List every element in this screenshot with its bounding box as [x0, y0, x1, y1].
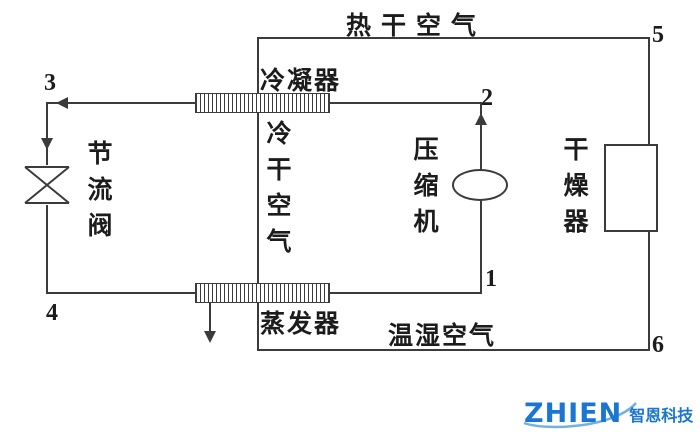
- throttle-valve-symbol: [24, 165, 70, 205]
- pipe-valve-to-evaporator: [46, 292, 197, 294]
- drain-line: [209, 302, 211, 332]
- state-point-5: 5: [652, 22, 664, 48]
- pipe-valve-outlet: [46, 202, 48, 294]
- pipe-evaporator-to-compressor: [329, 292, 482, 294]
- pipe-valve-inlet: [46, 102, 48, 168]
- state-point-1: 1: [485, 266, 497, 292]
- state-point-4: 4: [46, 300, 58, 326]
- pipe-condenser-to-valve: [46, 102, 197, 104]
- pipe-air-right-upper: [648, 37, 650, 147]
- pipe-air-bottom: [257, 349, 650, 351]
- label-compressor: 压缩机: [410, 136, 439, 244]
- pipe-compressor-to-condenser: [329, 102, 482, 104]
- compressor-symbol: [452, 169, 508, 201]
- evaporator-coil-symbol: [195, 283, 330, 303]
- label-dryer: 干燥器: [560, 136, 589, 244]
- pipe-air-left: [257, 37, 259, 351]
- label-cold-dry-air: 冷干空气: [263, 120, 292, 264]
- dryer-box-symbol: [604, 144, 658, 232]
- label-warm-humid-air: 温湿空气: [388, 321, 497, 350]
- label-evaporator: 蒸发器: [260, 309, 342, 338]
- brand-logo: ZHIEN 智恩科技: [523, 398, 694, 429]
- flow-arrow-up-icon: [475, 113, 487, 125]
- condenser-coil-symbol: [195, 93, 330, 113]
- pipe-air-top: [257, 37, 650, 39]
- label-throttle-valve: 节流阀: [84, 140, 113, 248]
- flow-arrow-left-icon: [56, 97, 68, 109]
- logo-brand-text: ZHIEN: [524, 398, 623, 429]
- label-condenser: 冷凝器: [260, 66, 342, 95]
- label-hot-dry-air: 热干空气: [346, 11, 487, 40]
- flow-arrow-down-icon: [41, 138, 53, 150]
- pipe-air-right-lower: [648, 229, 650, 351]
- logo-company-text: 智恩科技: [629, 405, 694, 425]
- state-point-2: 2: [481, 85, 493, 111]
- state-point-3: 3: [44, 70, 56, 96]
- state-point-6: 6: [652, 332, 664, 358]
- condensate-arrow-down-icon: [204, 331, 216, 343]
